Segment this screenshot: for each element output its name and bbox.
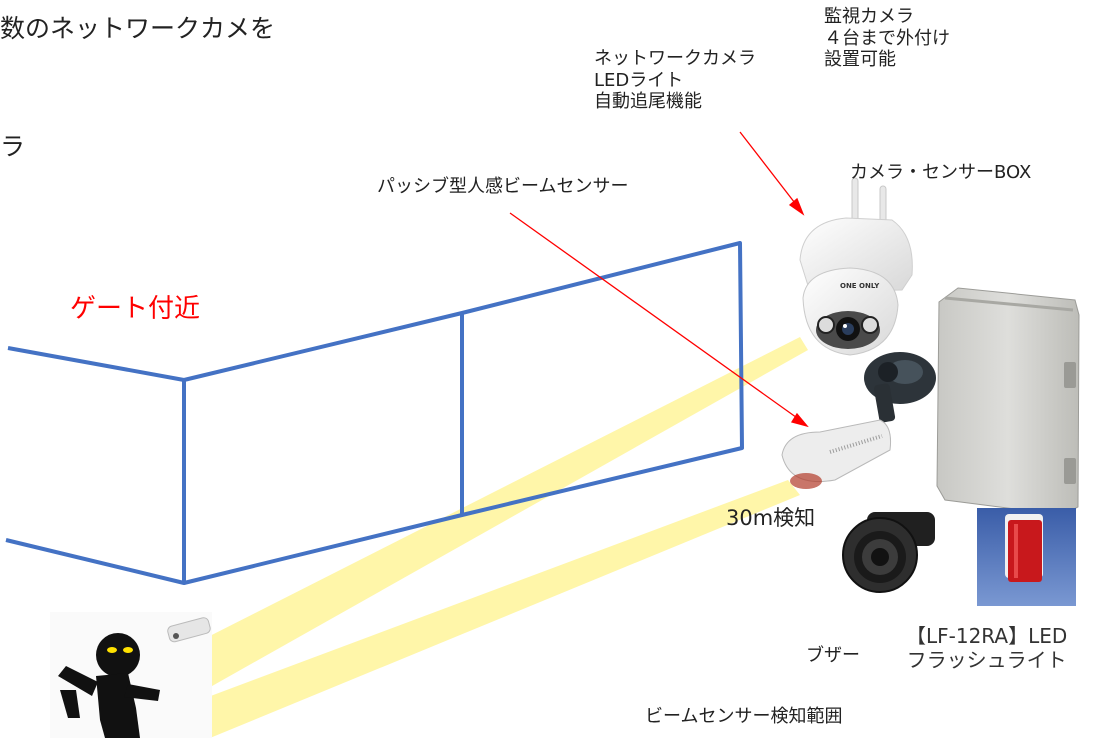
buzzer-label: ブザー	[806, 645, 860, 666]
flash-light-image	[977, 508, 1076, 606]
beam-sensor-image	[781, 419, 891, 489]
beam-sensor-label: パッシブ型人感ビームセンサー	[377, 176, 629, 197]
top-left-caption: 数のネットワークカメを	[0, 14, 276, 43]
beam-range-label: ビームセンサー検知範囲	[645, 706, 843, 727]
person-image	[50, 612, 212, 738]
sensor-mount-image	[864, 352, 936, 423]
network-camera-label: ネットワークカメラ LEDライト 自動追尾機能	[594, 48, 756, 113]
camera-sensor-box-image	[936, 287, 1080, 516]
gate-area-label: ゲート付近	[70, 294, 201, 324]
beam-cone-upper	[192, 337, 808, 690]
left-edge-fragment: ラ	[0, 132, 26, 161]
svg-text:ONE ONLY: ONE ONLY	[840, 282, 880, 290]
beam-cone-lower	[200, 480, 800, 738]
buzzer-image	[842, 512, 935, 593]
surveillance-camera-label: 監視カメラ ４台まで外付け 設置可能	[824, 6, 950, 71]
pointer-arrows	[509, 131, 809, 428]
detection-distance-label: 30m検知	[726, 506, 816, 530]
camera-box-label: カメラ・センサーBOX	[850, 162, 1032, 183]
flash-light-label: 【LF-12RA】LED フラッシュライト	[906, 624, 1068, 672]
network-camera-image: ONE ONLY	[799, 177, 913, 356]
